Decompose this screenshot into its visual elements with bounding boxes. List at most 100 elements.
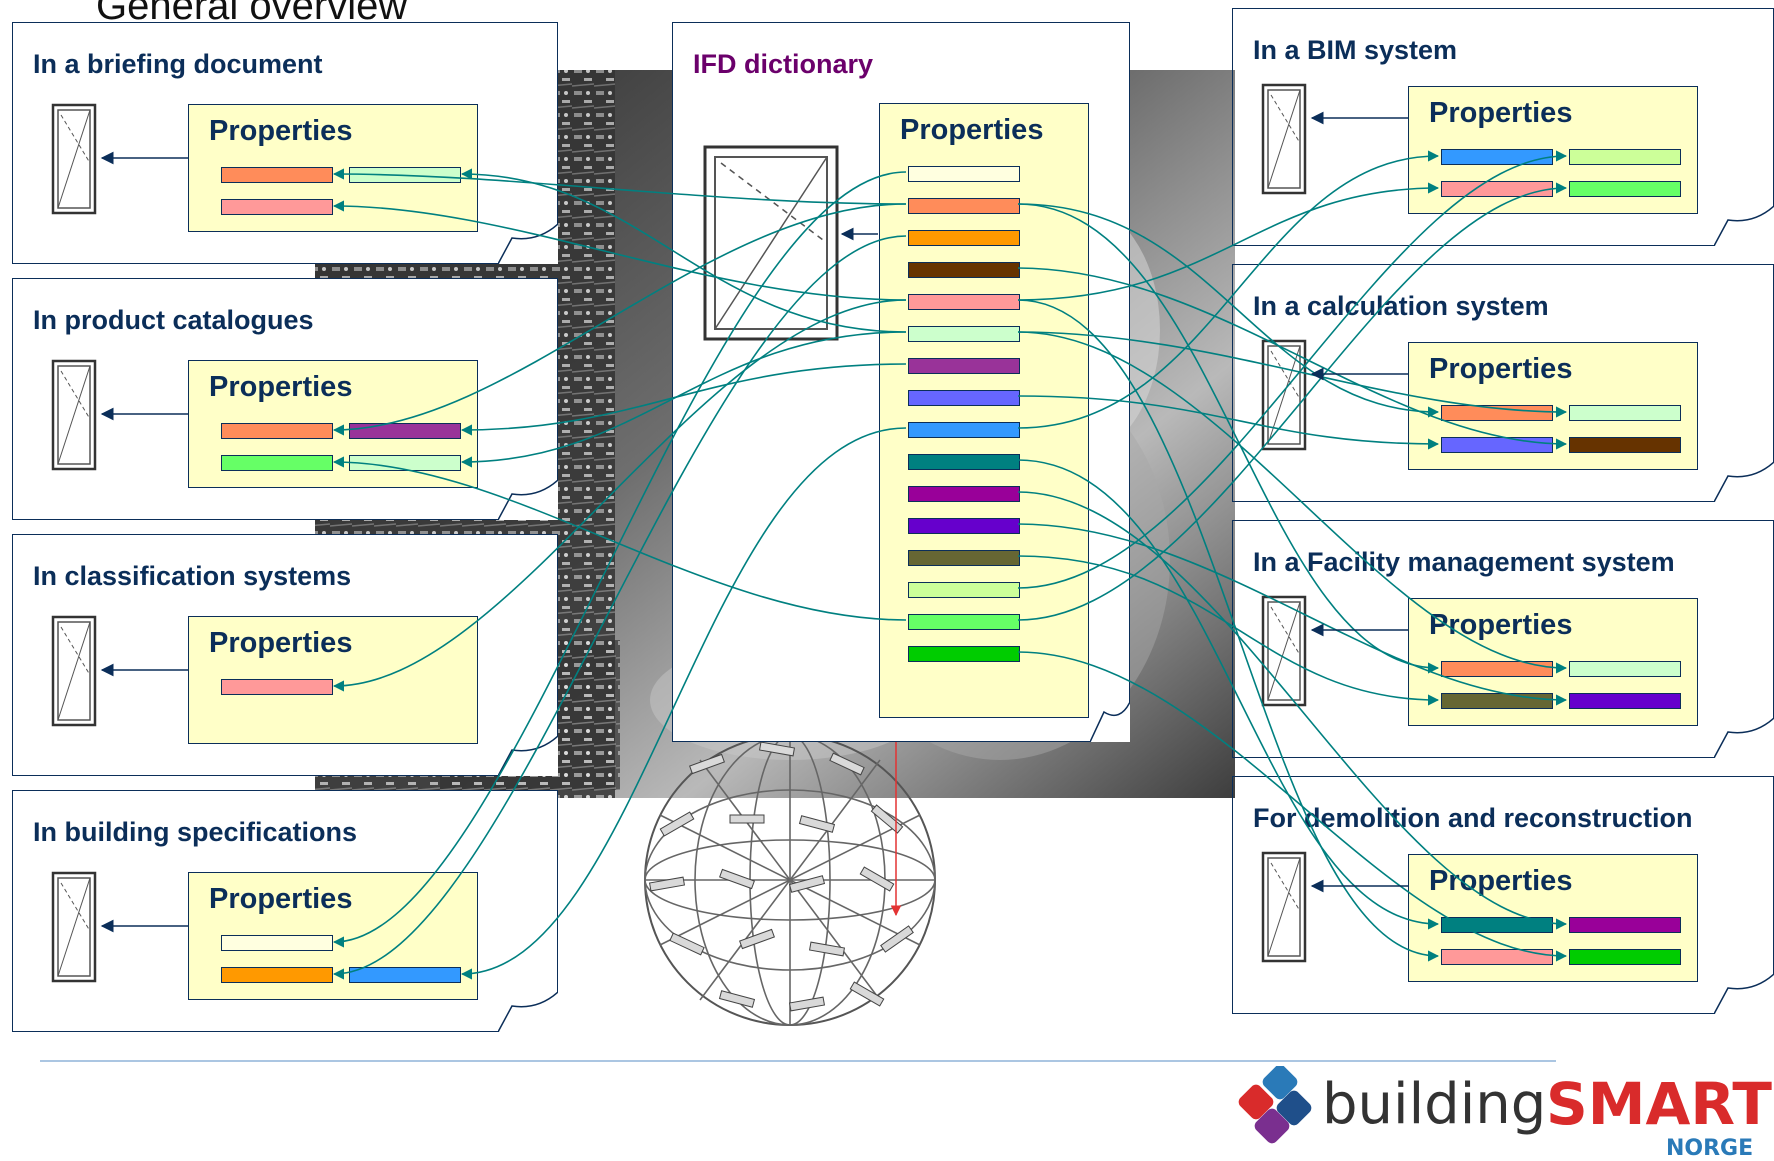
left-properties-box-3: Properties (188, 872, 478, 1000)
ifd-property-bar (908, 198, 1020, 214)
right-property-bar (1569, 405, 1681, 421)
right-property-bar (1569, 693, 1681, 709)
left-property-bar (221, 167, 333, 183)
ifd-property-bar (908, 230, 1020, 246)
buildingsmart-logo-mark-icon (1238, 1066, 1312, 1144)
left-properties-box-0: Properties (188, 104, 478, 232)
logo-word-light: building (1322, 1072, 1547, 1137)
page-curl-icon (1714, 206, 1774, 246)
object-icon (1261, 339, 1307, 451)
page-curl-icon (1714, 974, 1774, 1014)
right-properties-box-3: Properties (1408, 854, 1698, 982)
object-icon-wrap (1261, 851, 1307, 968)
right-property-bar (1569, 661, 1681, 677)
left-doc-title-1: In product catalogues (33, 305, 314, 335)
right-properties-label-0: Properties (1429, 97, 1573, 129)
page-curl-icon (1714, 462, 1774, 502)
logo-word-bold: SMART (1546, 1070, 1772, 1138)
object-icon-wrap (1261, 595, 1307, 712)
object-icon (51, 359, 97, 471)
page-curl-icon (1714, 718, 1774, 758)
left-property-bar (349, 167, 461, 183)
ifd-dictionary-panel: IFD dictionary Properties (672, 22, 1130, 742)
ifd-property-bar (908, 518, 1020, 534)
left-property-bar (221, 935, 333, 951)
object-icon (1261, 83, 1307, 195)
ifd-property-bar (908, 614, 1020, 630)
left-property-bar (349, 967, 461, 983)
left-doc-title-0: In a briefing document (33, 49, 323, 79)
page-curl-icon (498, 224, 558, 264)
object-icon-wrap (51, 103, 97, 220)
right-doc-title-2: In a Facility management system (1253, 547, 1675, 577)
left-property-bar (221, 679, 333, 695)
right-properties-box-2: Properties (1408, 598, 1698, 726)
object-icon-wrap (1261, 339, 1307, 456)
ifd-property-bar (908, 294, 1020, 310)
left-property-bar (221, 199, 333, 215)
left-property-bar (349, 423, 461, 439)
right-property-bar (1441, 181, 1553, 197)
right-property-bar (1441, 437, 1553, 453)
right-doc-title-1: In a calculation system (1253, 291, 1549, 321)
logo-subtitle: NORGE (1666, 1136, 1754, 1161)
object-icon (51, 615, 97, 727)
object-icon (1261, 595, 1307, 707)
ifd-property-bar (908, 550, 1020, 566)
object-icon (703, 145, 839, 341)
ifd-property-bar (908, 326, 1020, 342)
object-icon (1261, 851, 1307, 963)
right-property-bar (1569, 917, 1681, 933)
object-icon-wrap (51, 871, 97, 988)
ifd-properties-label: Properties (900, 114, 1044, 146)
left-properties-label-0: Properties (209, 115, 353, 147)
object-icon-wrap (1261, 83, 1307, 200)
left-property-bar (221, 455, 333, 471)
right-properties-label-1: Properties (1429, 353, 1573, 385)
ifd-property-bar (908, 262, 1020, 278)
right-property-bar (1441, 917, 1553, 933)
ifd-property-bar (908, 390, 1020, 406)
left-properties-label-1: Properties (209, 371, 353, 403)
right-properties-label-3: Properties (1429, 865, 1573, 897)
ifd-property-bar (908, 486, 1020, 502)
right-properties-box-1: Properties (1408, 342, 1698, 470)
ifd-property-bar (908, 422, 1020, 438)
left-property-bar (221, 423, 333, 439)
page-curl-icon (498, 992, 558, 1032)
left-properties-label-2: Properties (209, 627, 353, 659)
right-property-bar (1569, 181, 1681, 197)
right-property-bar (1441, 149, 1553, 165)
right-properties-box-0: Properties (1408, 86, 1698, 214)
object-icon-wrap (51, 615, 97, 732)
right-property-bar (1441, 949, 1553, 965)
page-curl-icon (498, 480, 558, 520)
left-properties-label-3: Properties (209, 883, 353, 915)
right-property-bar (1441, 661, 1553, 677)
ifd-property-bar (908, 166, 1020, 182)
object-icon (51, 103, 97, 215)
ifd-property-bar (908, 582, 1020, 598)
object-icon (51, 871, 97, 983)
object-icon-wrap (51, 359, 97, 476)
right-doc-title-0: In a BIM system (1253, 35, 1458, 65)
slide-title: General overview (96, 0, 408, 28)
right-property-bar (1441, 405, 1553, 421)
page-curl-icon (498, 736, 558, 776)
right-property-bar (1569, 949, 1681, 965)
left-properties-box-2: Properties (188, 616, 478, 744)
ifd-properties-box: Properties (879, 103, 1089, 718)
right-property-bar (1569, 437, 1681, 453)
left-doc-title-3: In building specifications (33, 817, 358, 847)
left-doc-title-2: In classification systems (33, 561, 352, 591)
right-property-bar (1441, 693, 1553, 709)
left-property-bar (221, 967, 333, 983)
right-property-bar (1569, 149, 1681, 165)
left-properties-box-1: Properties (188, 360, 478, 488)
left-property-bar (349, 455, 461, 471)
ifd-dictionary-title: IFD dictionary (693, 49, 874, 79)
right-doc-title-3: For demolition and reconstruction (1253, 803, 1693, 833)
ifd-property-bar (908, 358, 1020, 374)
right-properties-label-2: Properties (1429, 609, 1573, 641)
ifd-property-bar (908, 454, 1020, 470)
